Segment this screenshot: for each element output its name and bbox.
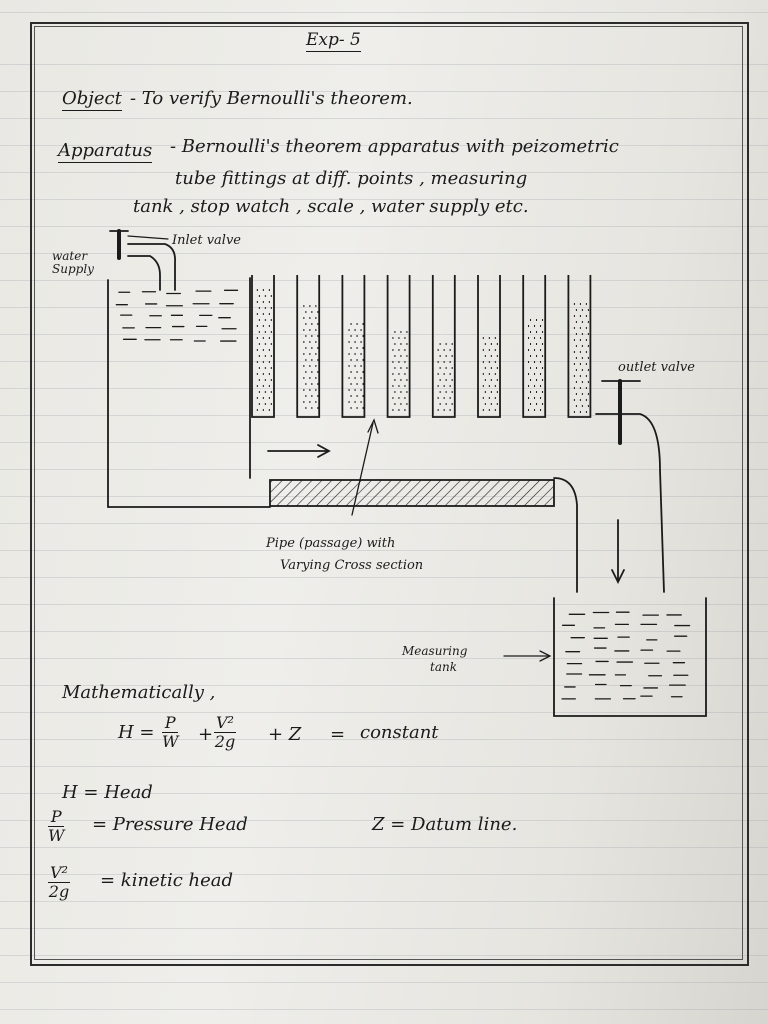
- def-pressure-text: = Pressure Head: [92, 814, 248, 835]
- piezometer-tube: [252, 275, 274, 417]
- def-datum: Z = Datum line.: [372, 814, 517, 835]
- inlet-valve-label: Inlet valve: [172, 233, 241, 248]
- pipe-label-line-2: Varying Cross section: [280, 558, 423, 573]
- eq-w: W: [162, 733, 178, 751]
- def-pressure-fraction: P W: [48, 808, 64, 845]
- piezometer-tubes: [252, 275, 590, 417]
- outlet-pipe-far: [596, 414, 664, 592]
- inlet-pipe-top: [128, 244, 175, 290]
- inlet-label-pointer: [128, 236, 168, 239]
- eq-p: P: [162, 714, 178, 733]
- eq-lhs: H =: [118, 722, 155, 743]
- outlet-valve-label: outlet valve: [618, 360, 695, 375]
- def-v-num: V²: [48, 864, 70, 883]
- def-kinetic-text: = kinetic head: [100, 870, 233, 891]
- water-supply-label: water Supply: [52, 250, 112, 276]
- def-head: H = Head: [62, 782, 153, 803]
- math-intro: Mathematically ,: [62, 682, 215, 703]
- inlet-pipe-bottom: [128, 256, 160, 290]
- piezometer-tube: [478, 275, 500, 417]
- eq-rhs: constant: [360, 722, 439, 743]
- varying-cross-section-pipe: [270, 480, 554, 506]
- eq-2g: 2g: [214, 733, 236, 751]
- piezometer-tube: [568, 275, 590, 417]
- pipe-label-line-1: Pipe (passage) with: [266, 536, 395, 551]
- piezometer-tube: [388, 275, 410, 417]
- def-kinetic-fraction: V² 2g: [48, 864, 70, 901]
- eq-pressure-fraction: P W: [162, 714, 178, 751]
- def-p-num: P: [48, 808, 64, 827]
- tank-label-line-1: Measuring: [402, 644, 467, 658]
- piezometer-tube: [523, 275, 545, 417]
- piezometer-tube: [433, 275, 455, 417]
- piezometer-tube: [342, 275, 364, 417]
- eq-v2: V²: [214, 714, 236, 733]
- outlet-pipe-near: [554, 478, 577, 592]
- eq-z: + Z: [268, 724, 301, 745]
- def-p-den: W: [48, 827, 64, 845]
- eq-velocity-fraction: V² 2g: [214, 714, 236, 751]
- def-v-den: 2g: [48, 883, 70, 901]
- eq-equals: =: [330, 724, 345, 745]
- piezometer-tube: [297, 275, 319, 417]
- tank-label-line-2: tank: [430, 660, 457, 674]
- eq-plus: +: [198, 724, 213, 745]
